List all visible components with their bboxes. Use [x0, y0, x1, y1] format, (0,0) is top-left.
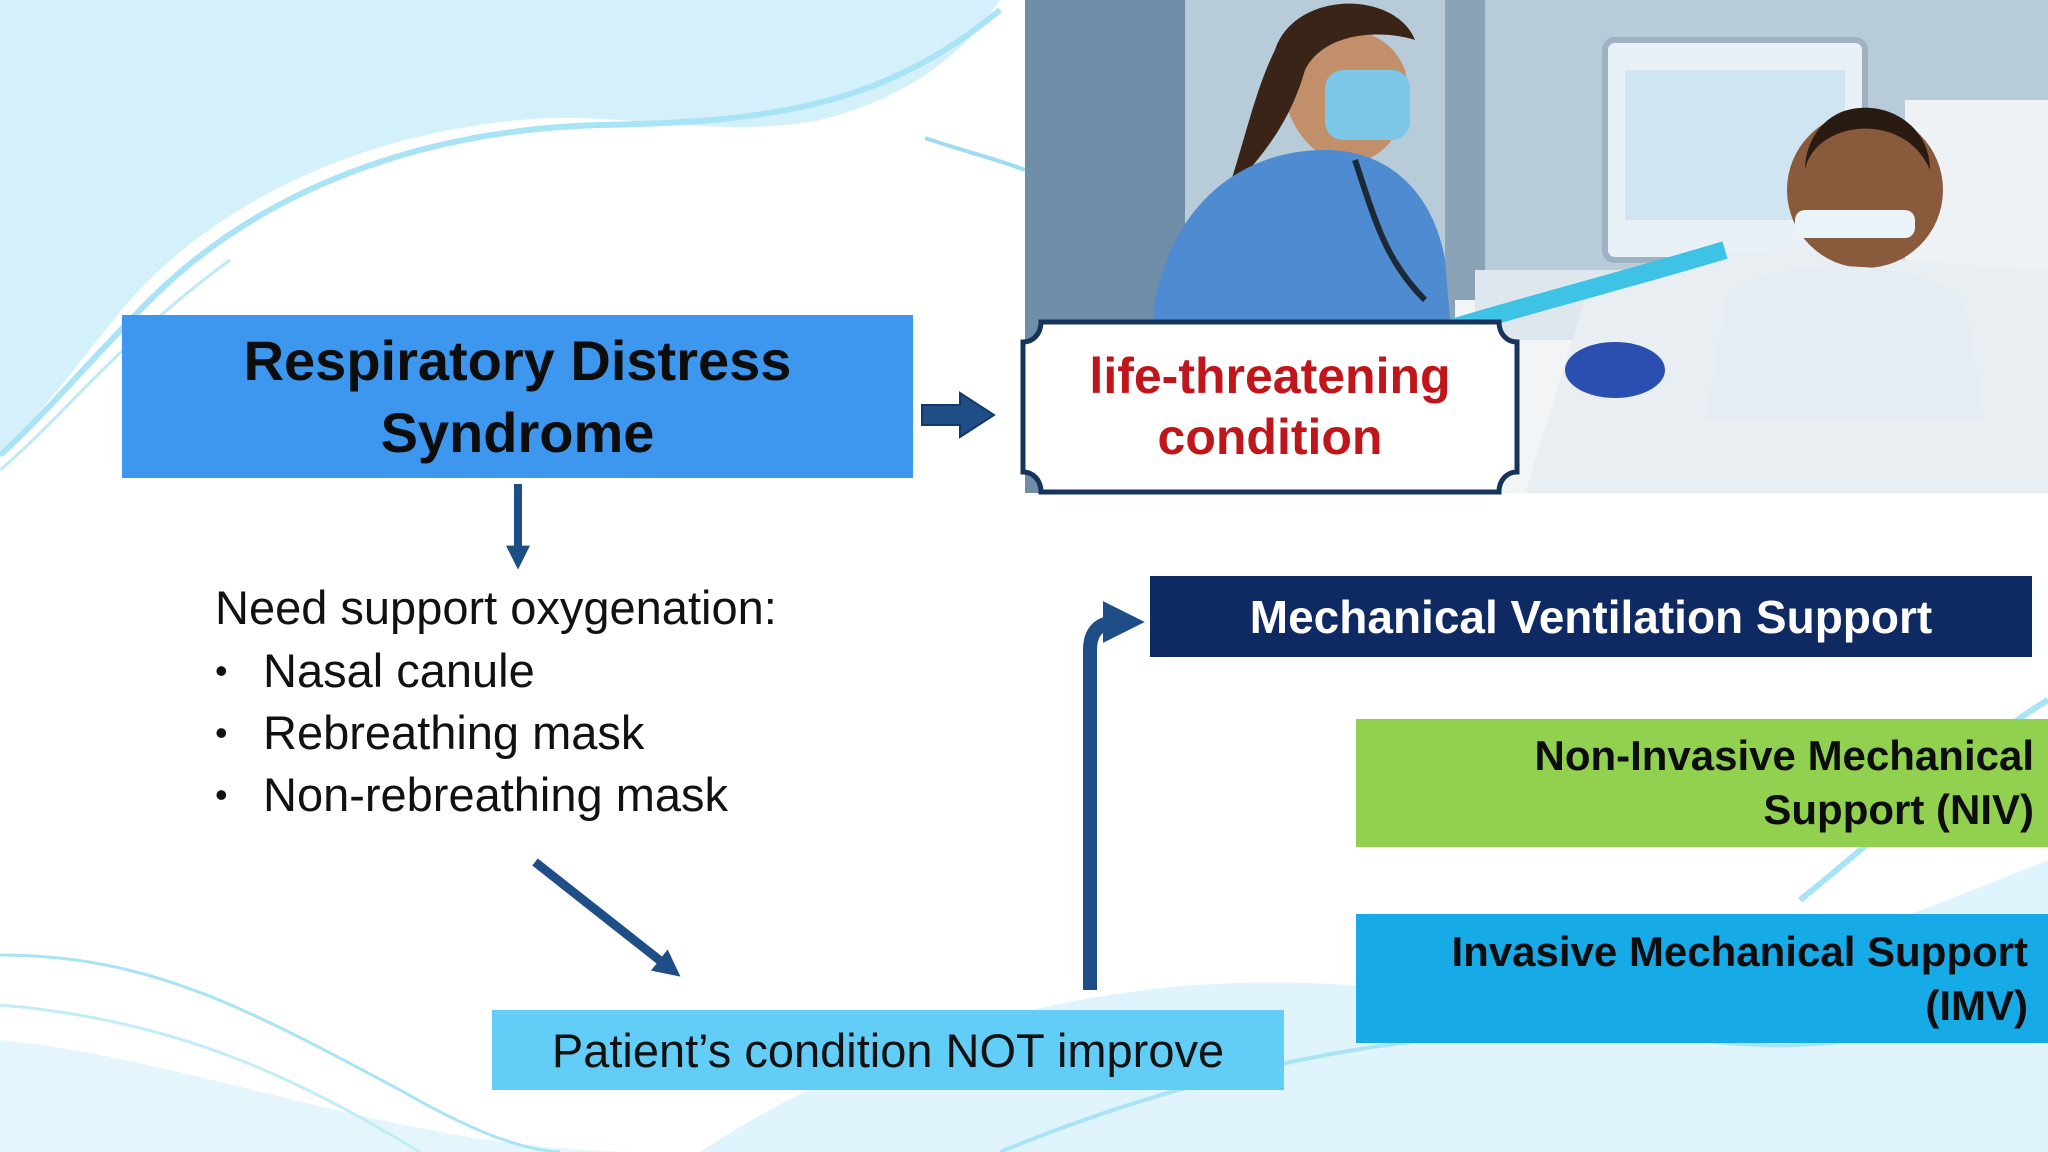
list-item: Rebreathing mask — [215, 702, 728, 764]
respiratory-distress-syndrome-label: Respiratory Distress Syndrome — [243, 328, 792, 464]
oxygen-support-heading: Need support oxygenation: — [215, 581, 777, 634]
life-threatening-callout: life-threatening condition — [1019, 318, 1521, 496]
patient-not-improve-label: Patient’s condition NOT improve — [551, 1023, 1225, 1077]
oxygen-support-list: Nasal canule Rebreathing mask Non-rebrea… — [215, 640, 728, 826]
mechanical-ventilation-support-label: Mechanical Ventilation Support — [1249, 590, 1933, 643]
imv-label: Invasive Mechanical Support (IMV) — [1451, 927, 2028, 1029]
icu-nurse-patient-ventilator-photo — [1025, 0, 2048, 493]
life-threatening-text-wrap: life-threatening condition — [1019, 318, 1521, 496]
mechanical-ventilation-support-box: Mechanical Ventilation Support — [1150, 576, 2032, 657]
list-item: Non-rebreathing mask — [215, 764, 728, 826]
niv-box: Non-Invasive Mechanical Support (NIV) — [1356, 719, 2048, 847]
imv-box: Invasive Mechanical Support (IMV) — [1356, 914, 2048, 1043]
patient-not-improve-box: Patient’s condition NOT improve — [492, 1010, 1284, 1090]
life-threatening-label: life-threatening condition — [1089, 348, 1451, 465]
respiratory-distress-syndrome-box: Respiratory Distress Syndrome — [122, 315, 913, 478]
notched-frame-shape — [1020, 319, 1520, 495]
list-item: Nasal canule — [215, 640, 728, 702]
niv-label: Non-Invasive Mechanical Support (NIV) — [1534, 732, 2034, 833]
